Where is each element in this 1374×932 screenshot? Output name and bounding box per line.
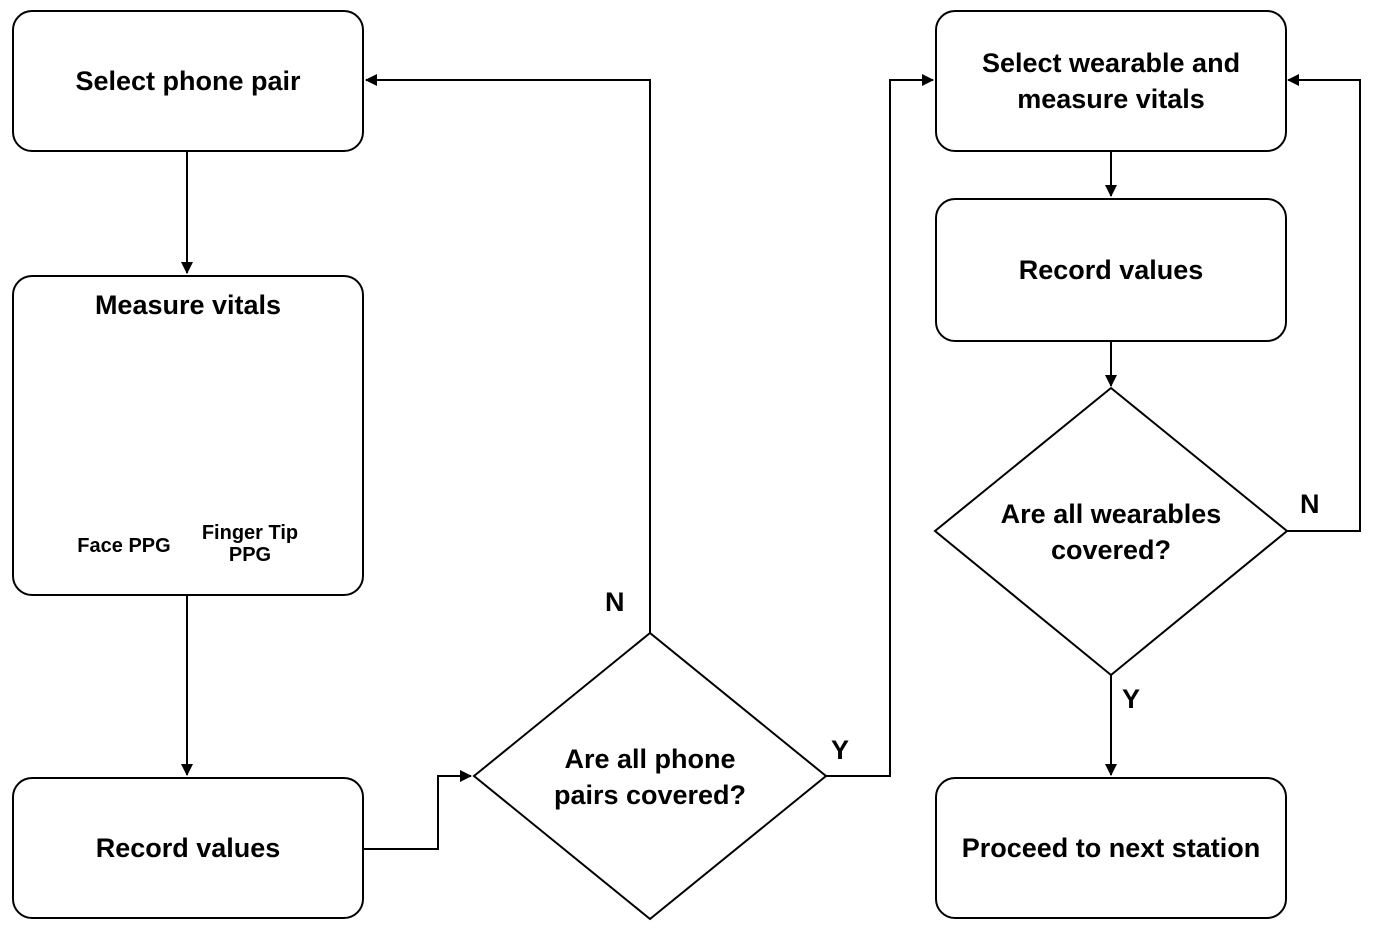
measure-vitals-label: Measure vitals	[94, 290, 282, 320]
face-ppg-label: Face PPG	[77, 535, 171, 557]
record-values-left-box: Record values	[12, 777, 364, 919]
edge-record-to-phone-decision	[364, 770, 472, 850]
phone-yes-label: Y	[831, 735, 850, 765]
wearable-yes-label: Y	[1122, 684, 1141, 714]
edge-phone-no-loop	[365, 74, 651, 633]
phone-no-label: N	[605, 587, 625, 617]
proceed-label: Proceed to next station	[961, 833, 1261, 863]
wearables-decision-diamond	[933, 386, 1289, 677]
phone-pairs-decision-diamond	[472, 631, 828, 921]
record-values-left-label: Record values	[95, 833, 281, 863]
wearables-decision-label: Are all wearables covered?	[1000, 499, 1222, 565]
record-values-right-label: Record values	[1018, 255, 1204, 285]
select-phone-pair-box: Select phone pair	[12, 10, 364, 152]
phone-pairs-decision-label: Are all phone pairs covered?	[553, 744, 747, 810]
select-wearable-label: Select wearable and measure vitals	[981, 48, 1241, 114]
edge-wearable-no-loop	[1287, 74, 1361, 532]
select-phone-pair-label: Select phone pair	[75, 66, 301, 96]
edge-phone-yes	[826, 74, 934, 777]
wearable-no-label: N	[1300, 489, 1320, 519]
finger-tip-ppg-label: Finger Tip PPG	[201, 522, 299, 566]
proceed-box: Proceed to next station	[935, 777, 1287, 919]
select-wearable-box: Select wearable and measure vitals	[935, 10, 1287, 152]
measure-vitals-box: Measure vitals	[12, 275, 364, 596]
record-values-right-box: Record values	[935, 198, 1287, 342]
